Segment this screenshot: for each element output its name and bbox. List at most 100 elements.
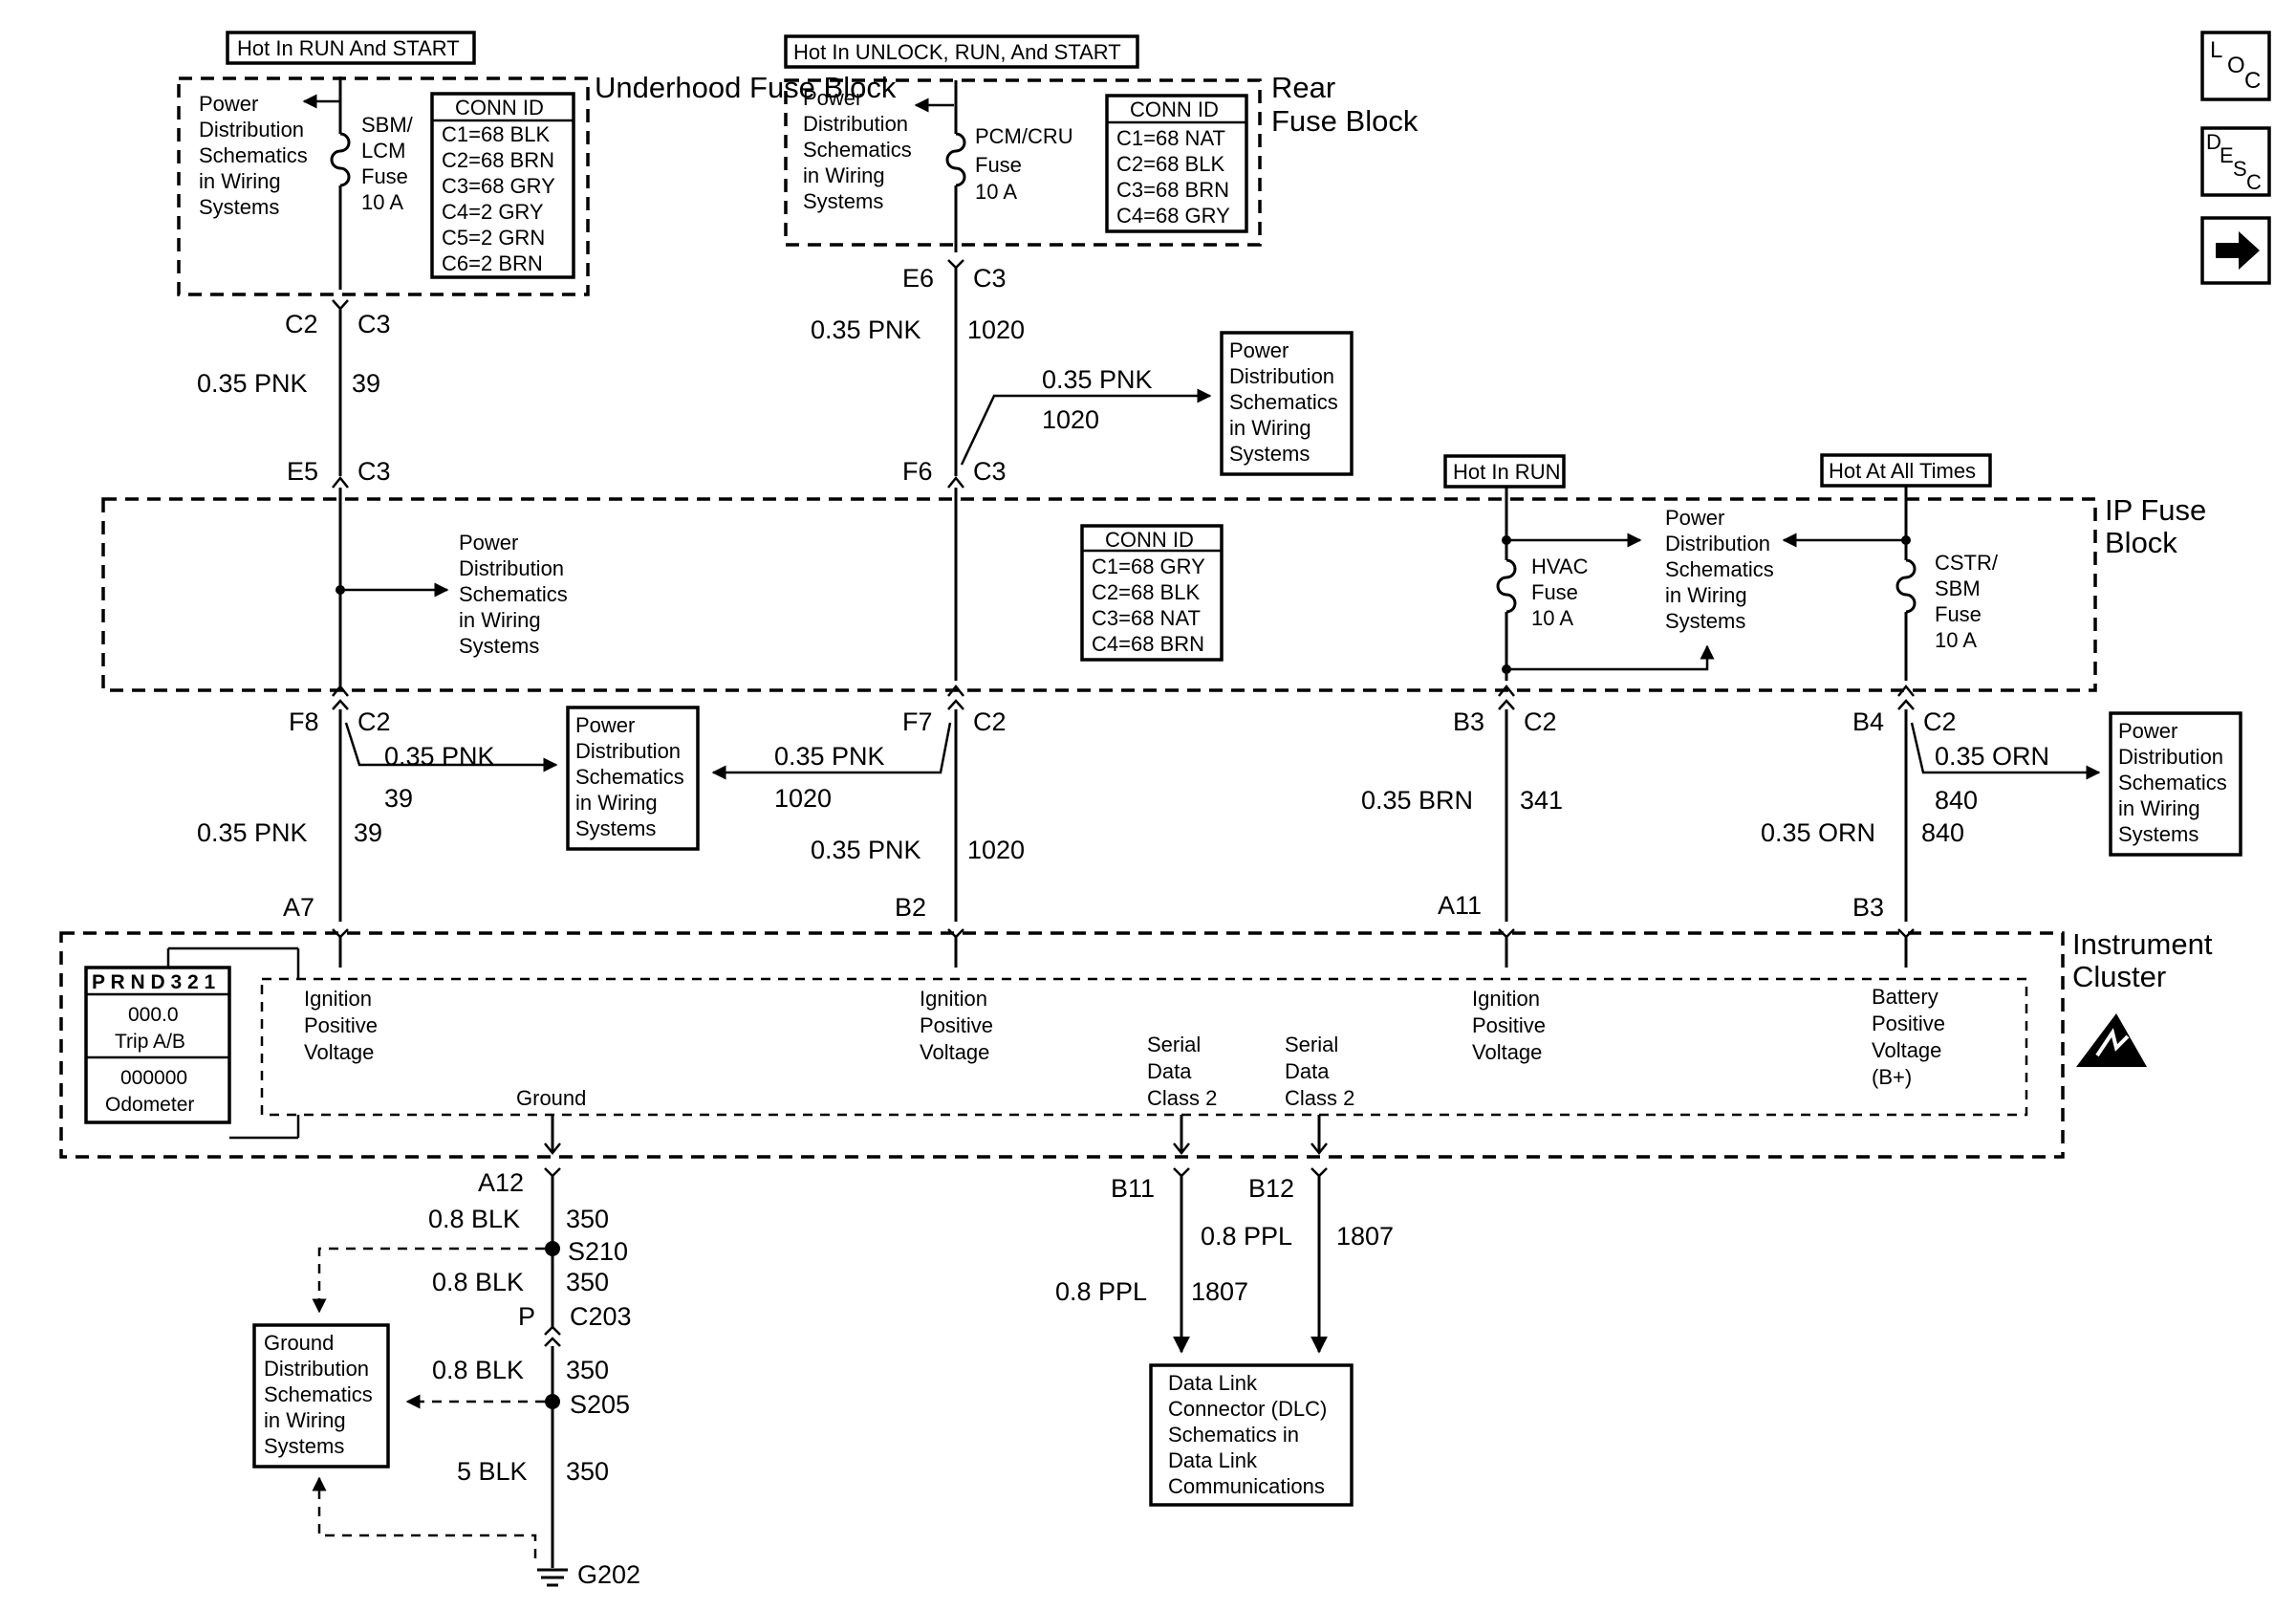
svg-text:P: P bbox=[518, 1302, 535, 1331]
svg-text:CONN ID: CONN ID bbox=[1105, 528, 1194, 552]
svg-text:Fuse: Fuse bbox=[361, 164, 408, 188]
svg-text:C2: C2 bbox=[1923, 707, 1957, 736]
svg-text:Hot In UNLOCK, RUN, And START: Hot In UNLOCK, RUN, And START bbox=[793, 40, 1121, 64]
svg-text:C4=2 GRY: C4=2 GRY bbox=[442, 200, 544, 224]
svg-text:B2: B2 bbox=[895, 893, 926, 922]
svg-text:C2: C2 bbox=[973, 707, 1007, 736]
svg-text:Power: Power bbox=[1229, 338, 1289, 362]
svg-text:C3: C3 bbox=[357, 457, 391, 486]
ground-symbol-icon bbox=[537, 1568, 568, 1587]
svg-text:0.35 PNK: 0.35 PNK bbox=[811, 315, 921, 344]
rear-power-ref: Power Distribution Schematics in Wiring … bbox=[803, 86, 912, 213]
svg-text:C2=68 BRN: C2=68 BRN bbox=[442, 148, 554, 172]
underhood-conn-table: CONN ID C1=68 BLK C2=68 BRN C3=68 GRY C4… bbox=[430, 92, 575, 279]
next-page-button[interactable] bbox=[2200, 216, 2271, 285]
svg-text:Distribution: Distribution bbox=[2118, 745, 2223, 769]
svg-text:in Wiring: in Wiring bbox=[199, 169, 281, 193]
svg-text:350: 350 bbox=[566, 1205, 609, 1233]
svg-text:1020: 1020 bbox=[1042, 405, 1099, 434]
svg-text:A7: A7 bbox=[283, 893, 314, 922]
svg-text:C3=68 GRY: C3=68 GRY bbox=[442, 174, 555, 198]
pcm-cru-fuse-label: PCM/CRU Fuse 10 A bbox=[975, 124, 1073, 204]
desc-button[interactable]: D E S C bbox=[2200, 126, 2271, 197]
svg-text:S210: S210 bbox=[568, 1237, 628, 1266]
svg-text:Schematics: Schematics bbox=[1665, 557, 1774, 581]
svg-text:Ignition: Ignition bbox=[304, 987, 372, 1011]
svg-text:840: 840 bbox=[1921, 818, 1964, 847]
svg-text:Schematics in: Schematics in bbox=[1168, 1423, 1299, 1447]
loc-button[interactable]: L O C bbox=[2200, 31, 2271, 101]
underhood-power-ref: Power Distribution Schematics in Wiring … bbox=[199, 92, 308, 219]
svg-text:Systems: Systems bbox=[2118, 822, 2199, 846]
svg-text:Schematics: Schematics bbox=[803, 138, 912, 162]
svg-text:Data: Data bbox=[1285, 1059, 1330, 1083]
svg-text:1807: 1807 bbox=[1336, 1222, 1394, 1251]
svg-text:B12: B12 bbox=[1248, 1174, 1294, 1203]
hot-label-hvac: Hot In RUN bbox=[1443, 454, 1566, 489]
svg-text:Fuse: Fuse bbox=[1531, 580, 1578, 604]
circuit-350: A12 0.8 BLK 350 S210 0.8 BLK 350 P C203 … bbox=[312, 1115, 640, 1589]
ip-power-ref-2: Power Distribution Schematics in Wiring … bbox=[1665, 506, 1774, 633]
esd-warning-icon bbox=[2076, 1013, 2147, 1067]
svg-text:C203: C203 bbox=[570, 1302, 632, 1331]
svg-text:Ground: Ground bbox=[264, 1331, 334, 1355]
ign-voltage-1: Ignition Positive Voltage bbox=[304, 987, 378, 1064]
svg-text:Systems: Systems bbox=[459, 634, 539, 658]
svg-text:A11: A11 bbox=[1438, 891, 1482, 920]
serial-data-1: Serial Data Class 2 bbox=[1147, 1033, 1217, 1110]
svg-text:C5=2 GRN: C5=2 GRN bbox=[442, 226, 545, 250]
svg-text:C2=68 BLK: C2=68 BLK bbox=[1116, 152, 1224, 176]
svg-text:C3: C3 bbox=[357, 310, 391, 338]
svg-text:C3: C3 bbox=[973, 264, 1007, 293]
right-arrow-icon bbox=[2216, 231, 2260, 270]
svg-text:Hot In RUN: Hot In RUN bbox=[1453, 460, 1560, 484]
svg-text:SBM: SBM bbox=[1935, 577, 1981, 600]
svg-text:Battery: Battery bbox=[1872, 985, 1939, 1009]
svg-text:Distribution: Distribution bbox=[1665, 532, 1770, 555]
svg-text:C: C bbox=[2244, 68, 2261, 94]
svg-text:Positive: Positive bbox=[920, 1013, 993, 1037]
svg-text:F8: F8 bbox=[289, 707, 319, 736]
svg-text:C2: C2 bbox=[1524, 707, 1557, 736]
svg-text:Schematics: Schematics bbox=[459, 582, 568, 606]
svg-text:0.35 PNK: 0.35 PNK bbox=[1042, 365, 1153, 394]
svg-text:O: O bbox=[2227, 53, 2245, 78]
svg-text:Schematics: Schematics bbox=[1229, 390, 1338, 414]
svg-text:Distribution: Distribution bbox=[199, 118, 304, 141]
svg-text:B11: B11 bbox=[1111, 1174, 1155, 1203]
svg-text:341: 341 bbox=[1520, 786, 1563, 815]
svg-text:Serial: Serial bbox=[1285, 1033, 1338, 1056]
svg-text:350: 350 bbox=[566, 1457, 609, 1486]
sbm-lcm-fuse-label: SBM/ LCM Fuse 10 A bbox=[361, 113, 414, 214]
svg-text:Schematics: Schematics bbox=[2118, 771, 2227, 794]
svg-text:10 A: 10 A bbox=[975, 180, 1017, 204]
svg-text:Data Link: Data Link bbox=[1168, 1448, 1258, 1472]
svg-text:350: 350 bbox=[566, 1268, 609, 1296]
svg-text:Power: Power bbox=[803, 86, 862, 110]
serial-data-2: Serial Data Class 2 bbox=[1285, 1033, 1354, 1110]
svg-text:C2: C2 bbox=[285, 310, 318, 338]
power-ref-box-right: Power Distribution Schematics in Wiring … bbox=[2109, 711, 2242, 857]
svg-text:CONN ID: CONN ID bbox=[1130, 98, 1219, 121]
svg-text:C: C bbox=[2246, 170, 2262, 194]
svg-text:0.35 PNK: 0.35 PNK bbox=[197, 818, 308, 847]
rear-conn-table: CONN ID C1=68 NAT C2=68 BLK C3=68 BRN C4… bbox=[1105, 94, 1248, 233]
svg-text:Positive: Positive bbox=[1872, 1012, 1945, 1035]
svg-text:0.35 PNK: 0.35 PNK bbox=[384, 742, 495, 771]
circuit-1020: E6 C3 0.35 PNK 1020 0.35 PNK 1020 F6 C3 … bbox=[711, 80, 1212, 968]
svg-text:Positive: Positive bbox=[304, 1013, 378, 1037]
svg-text:HVAC: HVAC bbox=[1531, 555, 1589, 578]
power-ref-box-left: Power Distribution Schematics in Wiring … bbox=[566, 706, 700, 851]
svg-text:0.8 BLK: 0.8 BLK bbox=[432, 1356, 524, 1384]
svg-text:SBM/: SBM/ bbox=[361, 113, 414, 137]
ip-block-title-1: IP Fuse bbox=[2105, 493, 2206, 527]
underhood-block-title: Underhood Fuse Block bbox=[595, 71, 897, 104]
svg-text:Distribution: Distribution bbox=[264, 1357, 369, 1381]
cstr-sbm-fuse-label: CSTR/ SBM Fuse 10 A bbox=[1935, 551, 1999, 652]
svg-text:B3: B3 bbox=[1852, 893, 1884, 922]
rear-block-title-2: Fuse Block bbox=[1271, 104, 1419, 138]
svg-text:Connector (DLC): Connector (DLC) bbox=[1168, 1397, 1327, 1421]
instrument-cluster: Instrument Cluster P R N D 3 2 1 000.0 T… bbox=[59, 927, 2213, 1159]
svg-text:1020: 1020 bbox=[967, 315, 1025, 344]
svg-text:in Wiring: in Wiring bbox=[459, 608, 541, 632]
